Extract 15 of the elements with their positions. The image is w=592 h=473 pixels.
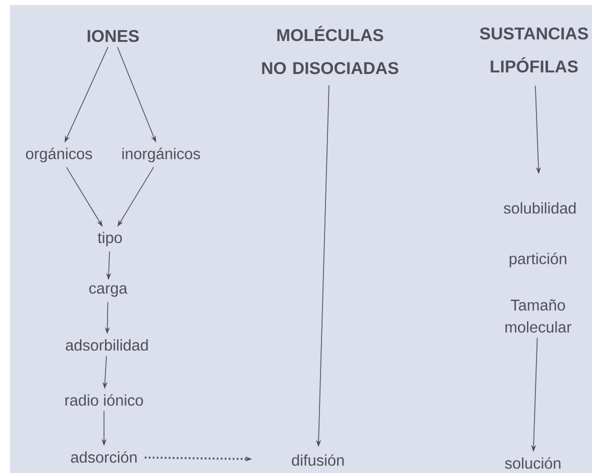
heading: IONES	[88, 30, 139, 42]
label-text: partición	[510, 252, 566, 268]
label-text: inorgánicos	[122, 148, 200, 162]
heading: SUSTANCIAS LIPÓFILAS	[480, 27, 588, 73]
label-text: tipo	[98, 232, 122, 246]
label-text: orgánicos	[26, 148, 92, 162]
label-text: Tamaño molecular	[505, 299, 572, 333]
heading: MOLÉCULAS NO DISOCIADAS	[262, 26, 398, 74]
label-text: solubilidad	[504, 202, 576, 214]
label-text: carga	[89, 285, 128, 297]
label-text: solución	[505, 457, 560, 469]
label-text: radio iónico	[65, 394, 143, 406]
label-text: adsorción	[71, 451, 137, 463]
label-text: difusión	[292, 454, 344, 466]
label-text: adsorbilidad	[66, 339, 148, 351]
